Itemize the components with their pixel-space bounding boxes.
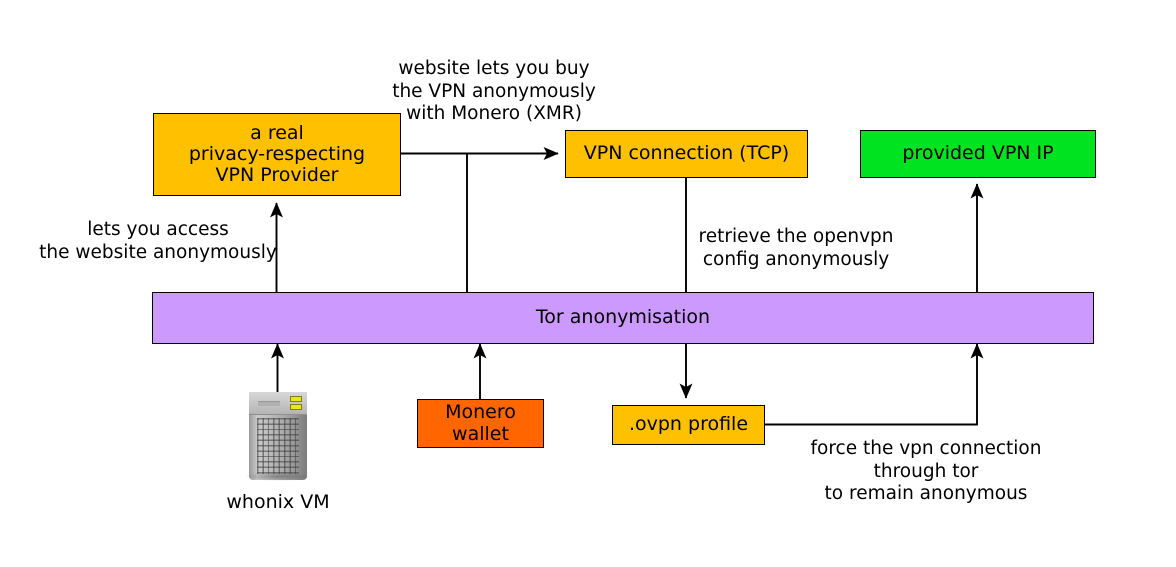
node-ovpn-profile-label: .ovpn profile [628, 413, 749, 436]
node-vpn-provider-label: a real privacy-respecting VPN Provider [188, 121, 366, 187]
node-monero-wallet-label: Monero wallet [445, 401, 516, 445]
node-vpn-connection-label: VPN connection (TCP) [583, 142, 790, 165]
node-whonix-vm-label: whonix VM [226, 491, 330, 513]
node-ovpn-profile[interactable]: .ovpn profile [612, 405, 765, 445]
edge-label-retrieve-config: retrieve the openvpn config anonymously [698, 226, 894, 270]
edge-label-lets-you-access: lets you access the website anonymously [39, 219, 277, 263]
node-provided-vpn-ip-label: provided VPN IP [902, 142, 1054, 165]
edge-label-buy-vpn: website lets you buy the VPN anonymously… [392, 58, 596, 125]
node-monero-wallet[interactable]: Monero wallet [417, 399, 544, 448]
node-tor-anonymisation[interactable]: Tor anonymisation [152, 292, 1094, 344]
server-tower-icon [245, 392, 311, 481]
server-shadow [245, 472, 311, 481]
node-vpn-connection[interactable]: VPN connection (TCP) [565, 130, 808, 178]
server-drive-slot [258, 401, 280, 406]
edge-label-force-through-tor: force the vpn connection through tor to … [810, 438, 1042, 505]
node-tor-anonymisation-label: Tor anonymisation [535, 306, 711, 329]
node-vpn-provider[interactable]: a real privacy-respecting VPN Provider [153, 113, 401, 196]
server-led-upper-icon [290, 396, 302, 402]
node-provided-vpn-ip[interactable]: provided VPN IP [860, 130, 1096, 178]
server-vent-grid [257, 418, 299, 474]
server-led-lower-icon [290, 404, 302, 410]
edge-ovpn-to-tor [765, 343, 984, 426]
